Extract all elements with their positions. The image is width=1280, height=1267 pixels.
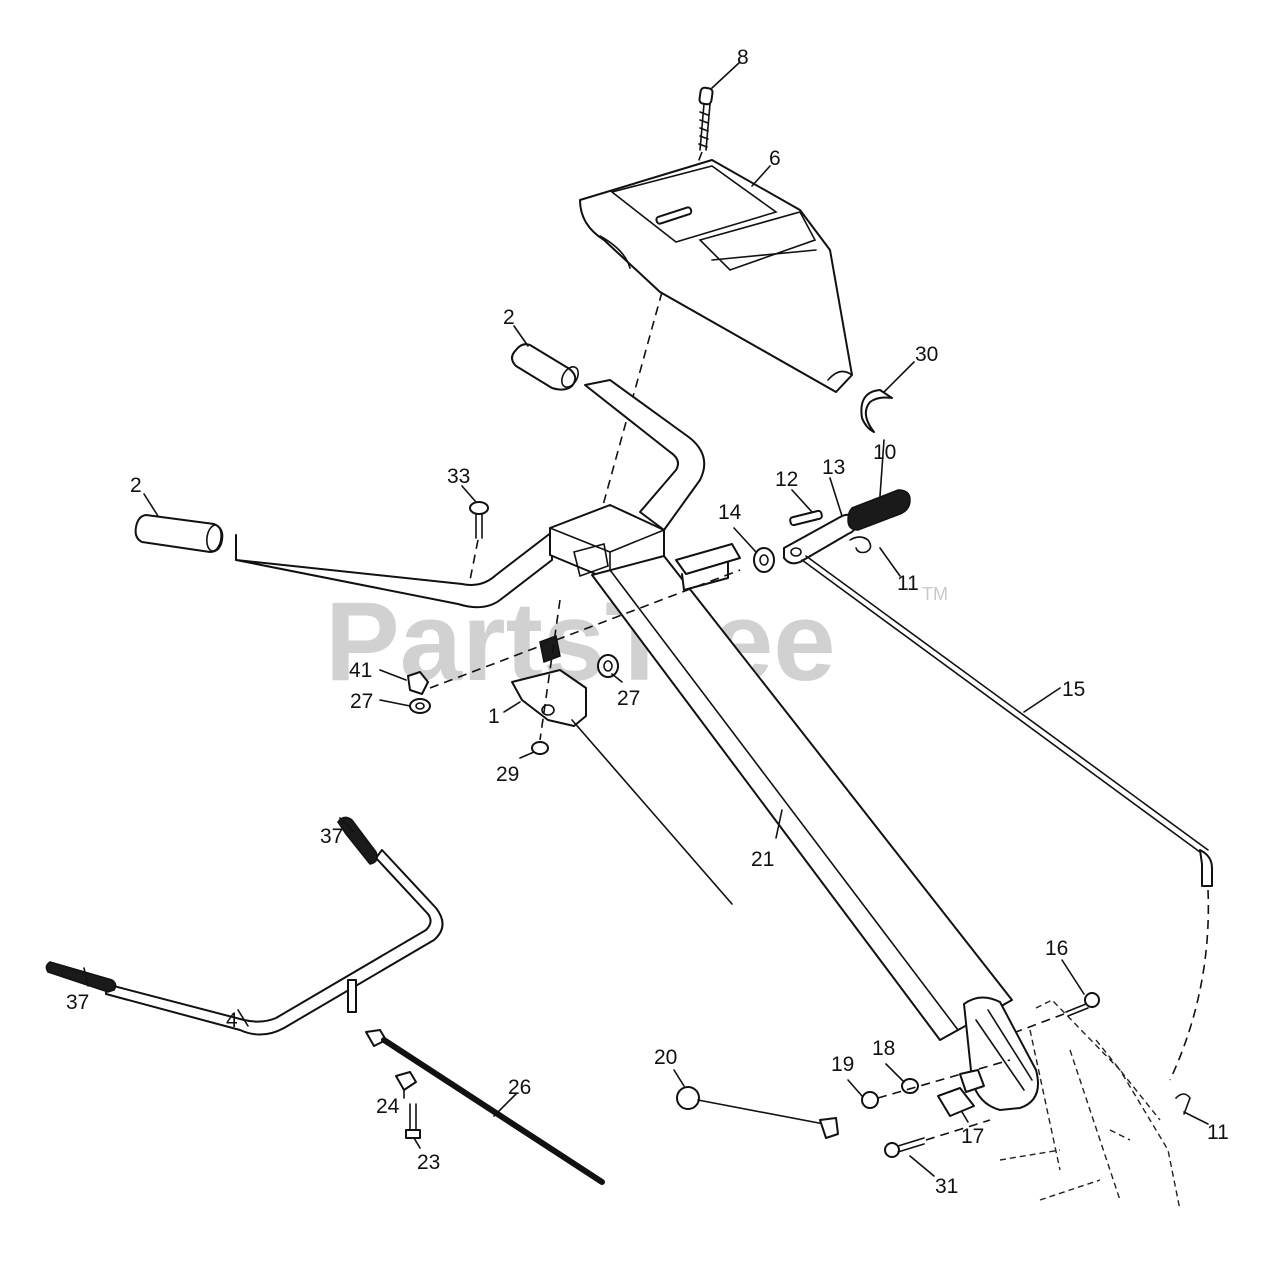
callout-1: 1: [488, 705, 500, 728]
trademark-mark: TM: [922, 584, 948, 604]
callout-21: 21: [751, 848, 774, 871]
part-11-pin-lower[interactable]: [1175, 1093, 1191, 1115]
callout-29: 29: [496, 763, 519, 786]
callout-4: 4: [226, 1009, 238, 1032]
callout-11-upper: 11: [897, 572, 919, 595]
callout-14: 14: [718, 501, 742, 524]
part-17-tab[interactable]: [937, 1069, 985, 1117]
part-37-grip-upper[interactable]: [337, 816, 378, 865]
callout-19: 19: [831, 1053, 854, 1076]
transmission-ghost: [999, 999, 1181, 1211]
shift-linkage-rod[interactable]: [571, 719, 733, 905]
callout-24: 24: [376, 1095, 400, 1118]
mount-plate[interactable]: [675, 543, 741, 591]
part-1-bracket[interactable]: [511, 634, 587, 727]
callout-31: 31: [935, 1175, 958, 1198]
part-14-spacer[interactable]: [753, 547, 775, 573]
part-12-pin[interactable]: [789, 509, 823, 527]
callout-17: 17: [961, 1125, 984, 1148]
part-10-grip[interactable]: [847, 489, 911, 531]
part-19-washer[interactable]: [861, 1091, 879, 1109]
part-37-grip-lower[interactable]: [45, 961, 117, 993]
part-2-grip-upper[interactable]: [511, 343, 582, 391]
part-24-clip[interactable]: [395, 1071, 417, 1091]
callout-8: 8: [737, 46, 749, 69]
callout-23: 23: [417, 1151, 440, 1174]
callout-33: 33: [447, 465, 470, 488]
part-4-lower-handle[interactable]: [105, 849, 444, 1036]
callout-11-lower: 11: [1207, 1121, 1229, 1144]
callout-15: 15: [1062, 678, 1085, 701]
callout-13: 13: [822, 456, 845, 479]
callout-2-left: 2: [130, 474, 142, 497]
callout-37-upper: 37: [320, 825, 343, 848]
part-26-cable[interactable]: [365, 1029, 605, 1185]
part-29-washer[interactable]: [531, 741, 549, 755]
part-27-nut-right[interactable]: [597, 654, 619, 678]
part-2-grip-left[interactable]: [134, 514, 224, 553]
callout-27-right: 27: [617, 687, 640, 710]
part-15-shift-rod[interactable]: [801, 555, 1213, 887]
part-30-clip[interactable]: [860, 389, 893, 433]
callout-10: 10: [873, 441, 896, 464]
part-33-bolt[interactable]: [469, 501, 489, 539]
callout-20: 20: [654, 1046, 677, 1069]
callout-27-left: 27: [350, 690, 373, 713]
part-20-shift-lever[interactable]: [676, 1086, 839, 1139]
callout-16: 16: [1045, 937, 1068, 960]
callout-18: 18: [872, 1037, 895, 1060]
callout-37-lower: 37: [66, 991, 89, 1014]
part-31-bolt[interactable]: [884, 1137, 925, 1158]
part-41-clip[interactable]: [407, 671, 429, 695]
part-27-nut-left[interactable]: [409, 698, 431, 714]
callout-26: 26: [508, 1076, 531, 1099]
part-18-nut[interactable]: [901, 1078, 919, 1094]
part-16-bolt[interactable]: [1065, 992, 1100, 1017]
part-23-bolt[interactable]: [405, 1103, 421, 1139]
leader-lines: [83, 61, 1209, 1177]
part-6-console-cover[interactable]: [579, 159, 853, 393]
callout-41: 41: [349, 659, 372, 682]
callout-30: 30: [915, 343, 938, 366]
callout-12: 12: [775, 468, 798, 491]
callout-6: 6: [769, 147, 781, 170]
part-8-screw[interactable]: [698, 86, 714, 151]
callout-2-upper: 2: [503, 306, 515, 329]
part-11-pin-upper[interactable]: [849, 536, 872, 554]
